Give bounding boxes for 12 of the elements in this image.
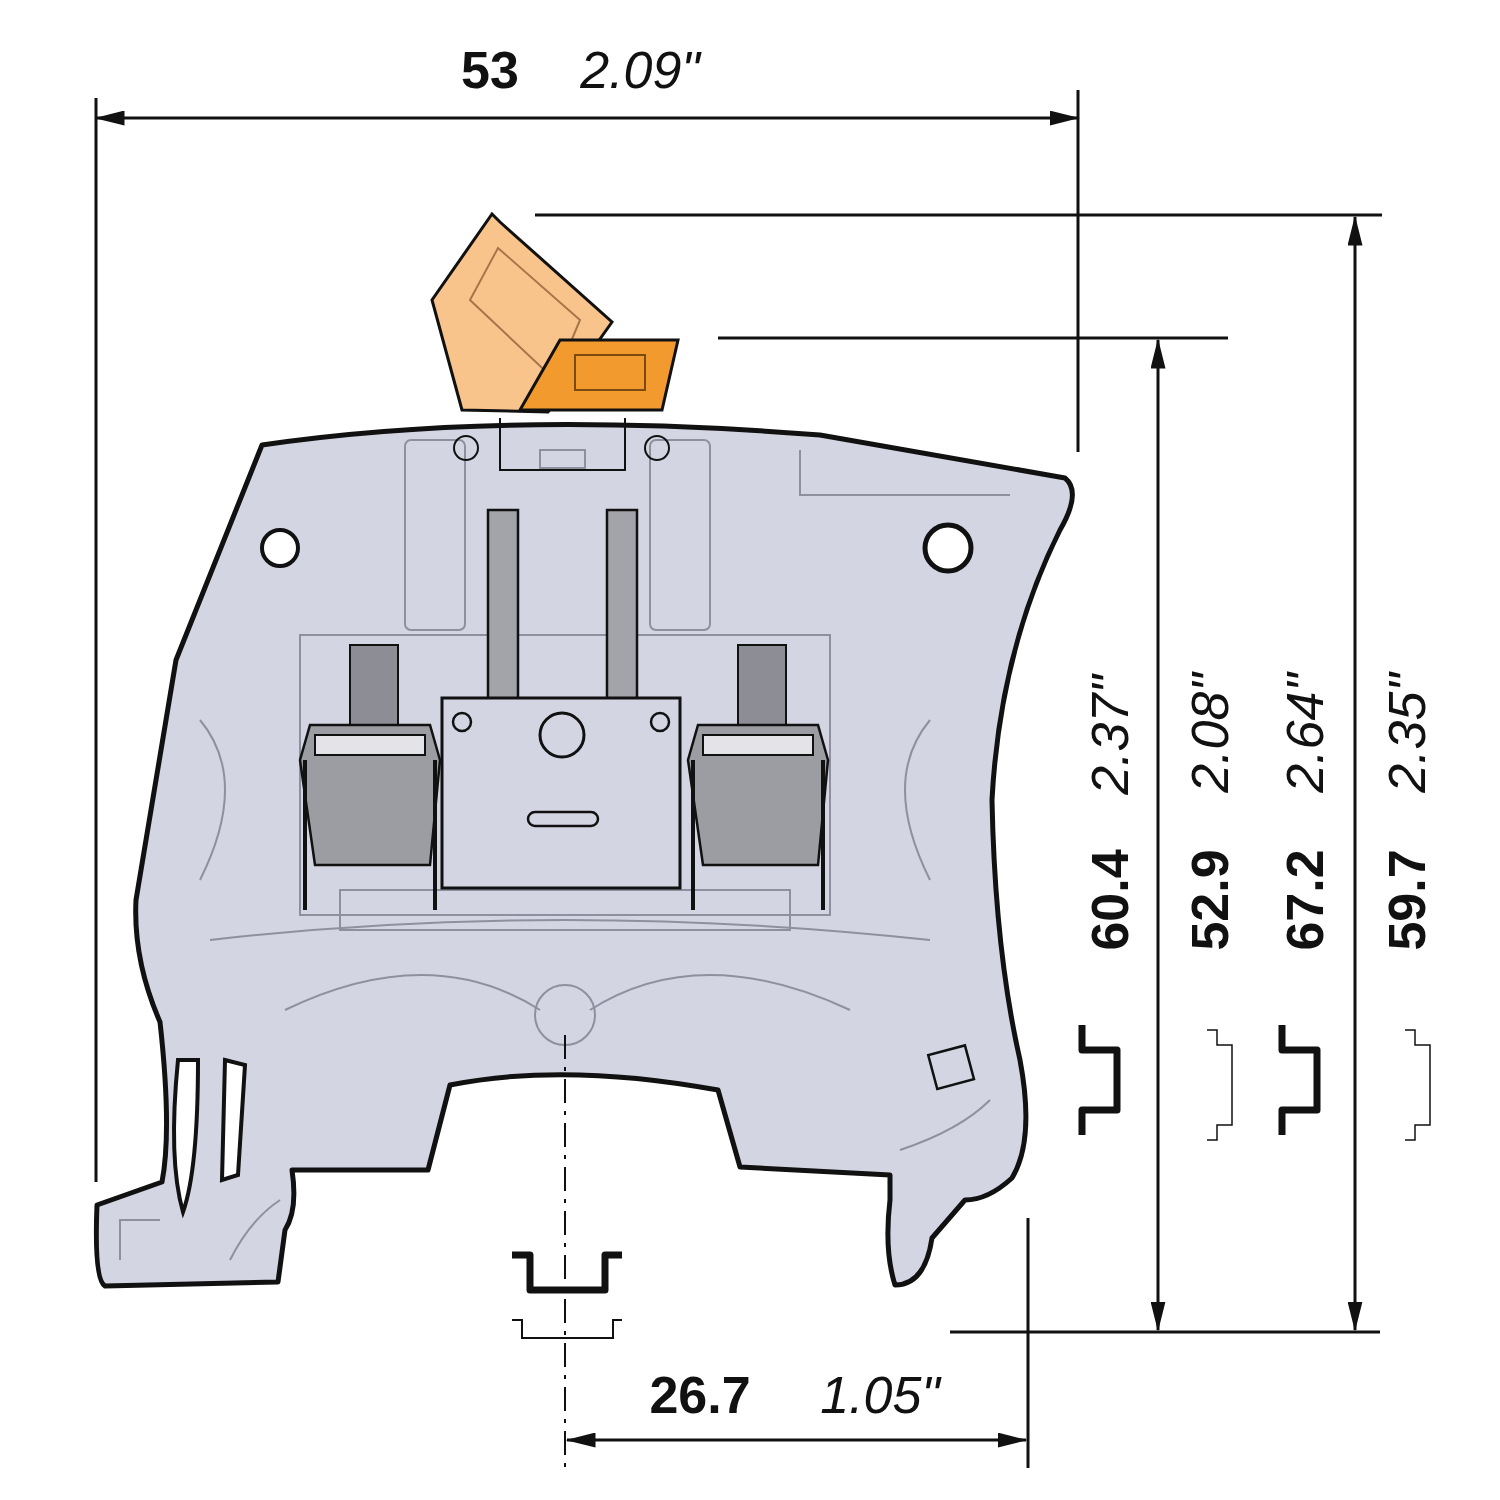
dimension-value: 2.08" <box>1184 673 1236 793</box>
dimension-value: 67.2 <box>1279 849 1331 951</box>
dimension-value: 52.9 <box>1184 849 1236 951</box>
dimension-value: 26.7 <box>649 1369 751 1421</box>
dimension-value: 2.64" <box>1279 673 1331 793</box>
dimension-value: 59.7 <box>1381 849 1433 951</box>
dimension-value: 53 <box>461 44 519 96</box>
dimension-value: 1.05" <box>820 1369 940 1421</box>
dimension-value: 2.35" <box>1381 673 1433 793</box>
dimension-value: 60.4 <box>1084 849 1136 951</box>
dimension-value: 2.37" <box>1084 675 1136 795</box>
dimension-value: 2.09" <box>580 44 700 96</box>
